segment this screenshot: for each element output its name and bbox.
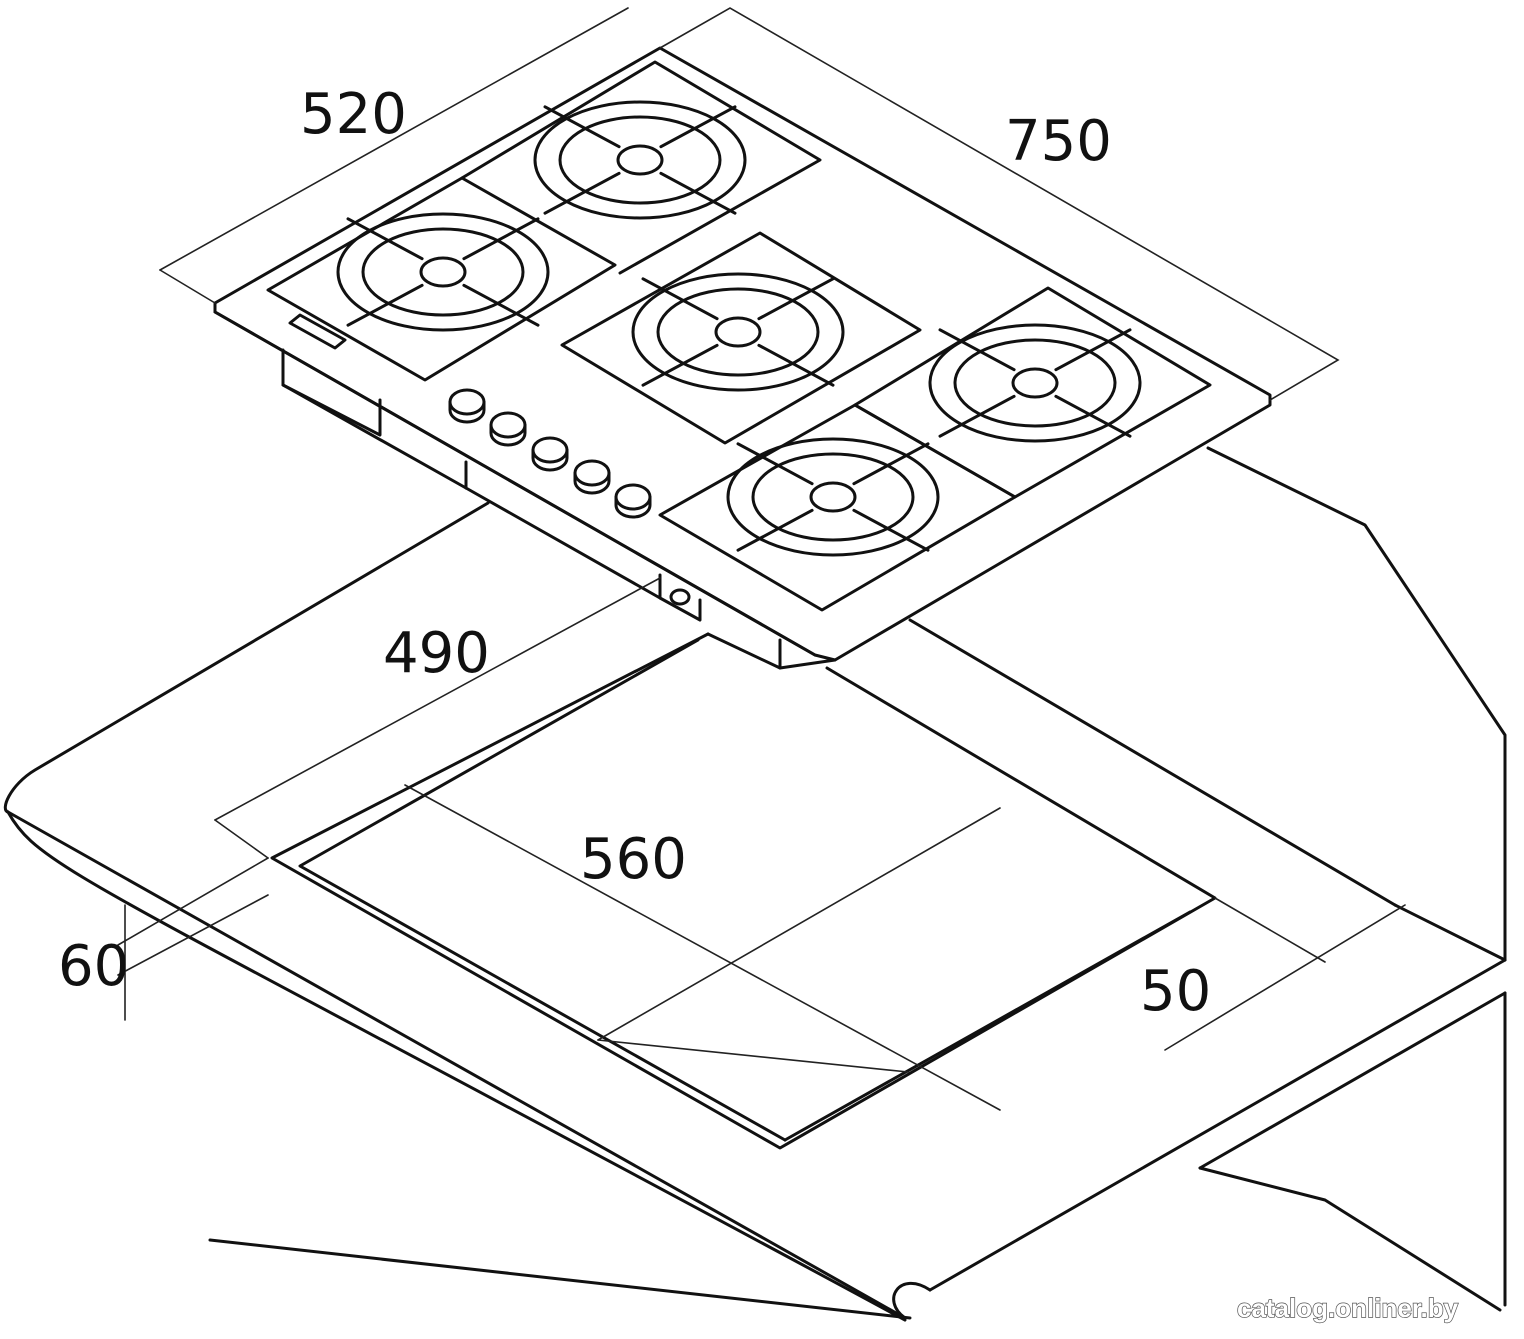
dimension-750: 750	[1005, 109, 1112, 174]
gas-hob	[213, 46, 1272, 670]
control-knobs	[448, 388, 652, 519]
knob-2	[489, 411, 527, 447]
cutout-opening	[270, 632, 1217, 1150]
dimension-490: 490	[383, 621, 490, 686]
knob-1	[448, 388, 486, 424]
brand-plate	[288, 313, 347, 350]
dimension-520: 520	[300, 82, 407, 147]
knob-4	[573, 459, 611, 495]
burner-1	[533, 100, 747, 220]
burner-3	[631, 272, 845, 392]
burners	[336, 100, 1142, 557]
dimension-50: 50	[1140, 959, 1211, 1024]
countertop	[3, 446, 1507, 1322]
burner-4	[928, 323, 1142, 443]
knob-3	[531, 436, 569, 472]
dimension-60: 60	[58, 934, 129, 999]
burner-2	[336, 212, 550, 332]
gas-connector-icon	[669, 588, 691, 606]
burner-5	[726, 437, 940, 557]
watermark: catalog.onliner.by	[1237, 1293, 1459, 1323]
dimension-lines	[117, 7, 1406, 1111]
knob-5	[614, 483, 652, 519]
dimension-560: 560	[580, 827, 687, 892]
